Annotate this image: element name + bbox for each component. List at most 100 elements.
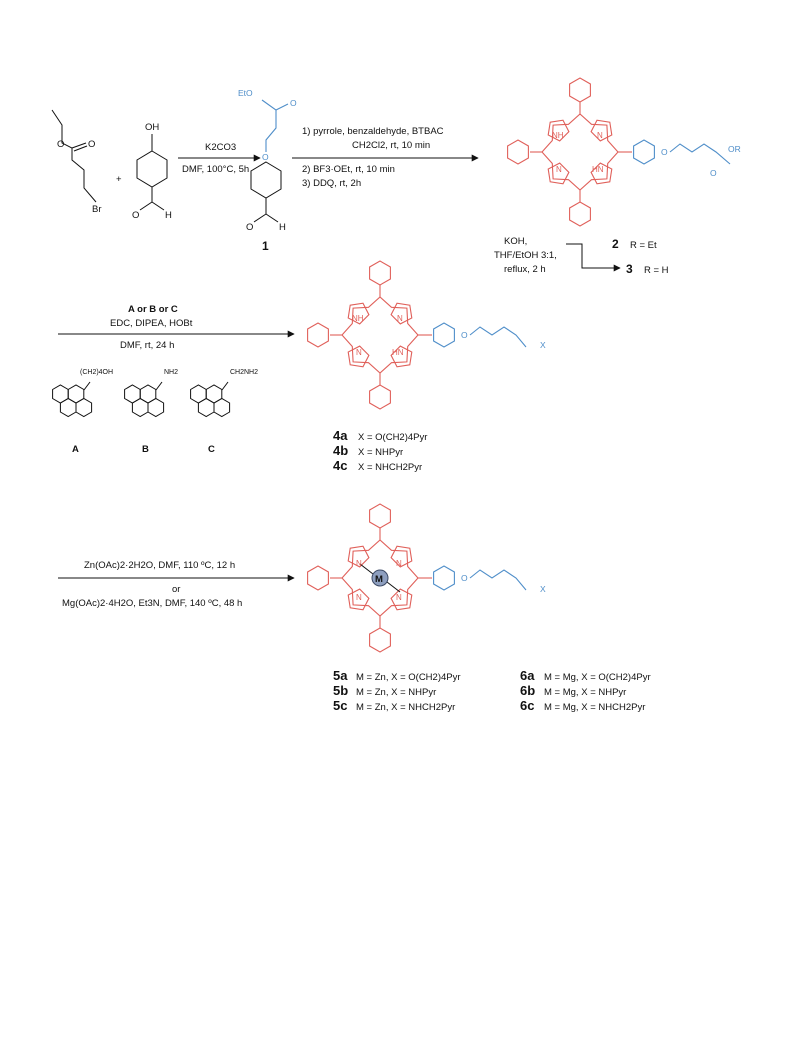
hydrolysis-line3: reflux, 2 h [504,264,546,275]
substituent-bond [83,381,91,391]
compound-5a-text: M = Zn, X = O(CH2)4Pyr [356,672,461,683]
compound-5c-id: 5c [333,698,347,713]
amide-x-label: X [540,340,546,350]
aryl-ring [433,322,455,348]
step2-line2: CH2Cl2, rt, 10 min [352,140,430,151]
compound-6c-text: M = Mg, X = NHCH2Pyr [544,702,645,713]
phenyl-ring [369,503,391,529]
reagent-C-group: CH2NH2 [230,369,258,376]
hydroxyl-label: OH [145,122,159,133]
compound-6c-id: 6c [520,698,534,713]
phenyl-ring [369,260,391,286]
compound-4b-text: X = NHPyr [358,447,403,458]
compound-4a-text: X = O(CH2)4Pyr [358,432,427,443]
ethoxy-label: EtO [238,88,253,98]
compound-3-label: 3 [626,262,633,276]
pyrenemethylamine-C [190,381,231,418]
step4-line2: Mg(OAc)2·4H2O, Et3N, DMF, 140 ºC, 48 h [62,598,242,609]
pyrrole-n-label: N [597,131,603,140]
ether-o-label: O [461,573,468,583]
pyrrole-n-label: NH [552,131,564,140]
pyrene-ring [147,397,165,418]
butanoyl-chain [669,143,731,165]
carbonyl-oxygen-label: O [88,139,95,150]
bromo-label: Br [92,204,102,215]
hydrolysis-line1: KOH, [504,236,527,247]
compound-1-label: 1 [262,239,269,253]
hydrolysis-arrow [566,243,621,272]
pyrrole-n-label: HN [592,165,604,174]
compound-6a-text: M = Mg, X = O(CH2)4Pyr [544,672,651,683]
compound-1-structure: EtO O O O H 1 [238,88,297,253]
aldehyde-h-label: H [165,210,172,221]
step4-line1: Zn(OAc)2·2H2O, DMF, 110 ºC, 12 h [84,560,235,571]
metal-m-label: M [375,574,383,585]
compound1-aldehyde-o: O [246,222,253,233]
compounds-6-list: 6a M = Mg, X = O(CH2)4Pyr 6b M = Mg, X =… [520,668,651,713]
step2-line3: 2) BF3·OEt, rt, 10 min [302,164,395,175]
pyrene-ring [131,397,149,418]
butanoyl-chain [469,326,527,348]
compound-6a-id: 6a [520,668,535,683]
ester-or-label: OR [728,144,741,154]
hydrolysis-line2: THF/EtOH 3:1, [494,250,557,261]
compound-4c-text: X = NHCH2Pyr [358,462,422,473]
compound-5c-text: M = Zn, X = NHCH2Pyr [356,702,455,713]
reagent-A-label: A [72,444,79,455]
substituent-bond [155,381,163,391]
pyrrole-n-label: N [356,348,362,357]
compound-5a-id: 5a [333,668,348,683]
ester-o-label: O [710,168,717,178]
pyrrole-ring [390,588,413,611]
phenyl-ring [307,322,329,348]
pyrrole-n-label: N [556,165,562,174]
phenyl-ring [307,565,329,591]
metal-x-label: X [540,584,546,594]
aryl-ring [633,139,655,165]
pyrrole-ring [347,302,370,325]
pyrene-ring [75,397,93,418]
metal-center-icon [371,569,389,587]
compound-2-label: 2 [612,237,619,251]
compound-2-r: R = Et [630,240,657,251]
phenyl-ring [569,77,591,103]
phenyl-ring [569,201,591,227]
pyrrole-ring [547,119,570,142]
phenyl-ring [507,139,529,165]
step2-line4: 3) DDQ, rt, 2h [302,178,361,189]
compound-4c-id: 4c [333,458,347,473]
pyrrole-ring [347,545,370,568]
pyrrole-n-label: HN [392,348,404,357]
pyrrole-ring [390,302,413,325]
step3-line3: DMF, rt, 24 h [120,340,174,351]
macrocycle-ring [541,113,619,191]
reagent-B-label: B [142,444,149,455]
butanoyl-chain [469,569,527,591]
pyrrole-n-label: N [356,559,362,568]
pyrene-butanol-A [52,381,93,418]
metal-bond [386,581,401,593]
ethyl-4-bromobutanoate: O O Br [51,109,102,215]
compound-3-r: R = H [644,265,669,276]
pyrrole-ring [347,588,370,611]
pyrrole-n-label: NH [352,314,364,323]
pyrrole-n-label: N [356,593,362,602]
metal-bond [359,563,374,575]
ester-oxygen-label: O [57,139,64,150]
step2-line1: 1) pyrrole, benzaldehyde, BTBAC [302,126,444,137]
step1-conditions: DMF, 100°C, 5h [182,164,249,175]
pyrrole-n-label: N [396,593,402,602]
compound-5b-id: 5b [333,683,348,698]
aldehyde-oxygen-label: O [132,210,139,221]
pyrrole-ring [547,162,570,185]
ether-o-label: O [661,147,668,157]
aminopyrene-B [124,381,165,418]
pyrene-ring [59,397,77,418]
step3-line2: EDC, DIPEA, HOBt [110,318,193,329]
pyrrole-ring [590,162,613,185]
pyrrole-ring [390,345,413,368]
compound1-carbonyl-o: O [290,98,297,108]
